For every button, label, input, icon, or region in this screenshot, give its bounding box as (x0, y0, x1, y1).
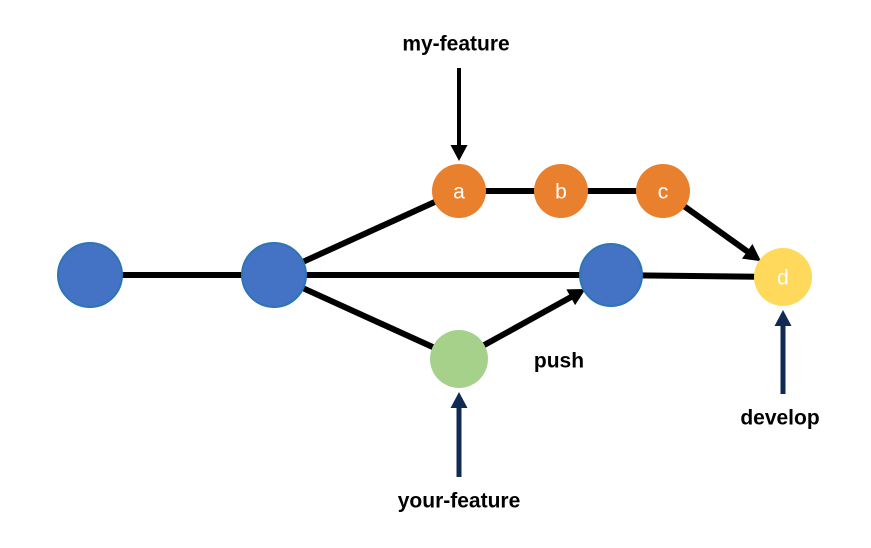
commit-node-circle-m3[interactable] (579, 243, 643, 307)
annotation-label-develop: develop (740, 407, 819, 430)
commit-node-circle-m2[interactable] (241, 242, 307, 308)
annotation-develop-arrowhead-icon (774, 310, 792, 326)
edge-c-d (679, 201, 762, 262)
commit-node-m2[interactable] (241, 242, 307, 308)
annotation-label-push: push (534, 350, 584, 373)
commit-node-c[interactable]: c (636, 164, 690, 218)
annotation-label-my-feature: my-feature (402, 33, 509, 56)
edge-m3-d (637, 272, 759, 280)
annotation-label-your-feature: your-feature (398, 490, 521, 513)
edge-m2-f1 (298, 283, 438, 352)
annotation-your-feature: your-feature (398, 392, 521, 513)
annotation-my-feature: my-feature (402, 33, 510, 161)
commit-node-b[interactable]: b (534, 164, 588, 218)
commit-node-circle-m1[interactable] (57, 242, 123, 308)
commit-node-circle-a[interactable] (432, 164, 486, 218)
commit-node-m1[interactable] (57, 242, 123, 308)
annotation-develop: develop (740, 310, 820, 430)
commit-node-circle-d[interactable] (754, 248, 812, 306)
annotations-layer: my-feature push your-feature develop (398, 33, 820, 513)
edges-layer (118, 188, 762, 352)
commit-node-f1[interactable] (430, 330, 488, 388)
commit-node-d[interactable]: d (754, 248, 812, 306)
commit-node-a[interactable]: a (432, 164, 486, 218)
edge-c-d-arrowhead-icon (741, 244, 762, 262)
commit-node-circle-c[interactable] (636, 164, 690, 218)
commit-node-circle-f1[interactable] (430, 330, 488, 388)
annotation-your-feature-arrowhead-icon (450, 392, 468, 408)
commit-node-circle-b[interactable] (534, 164, 588, 218)
annotation-push: push (534, 350, 584, 373)
edge-f1-m3 (479, 289, 586, 350)
commit-node-m3[interactable] (579, 243, 643, 307)
annotation-my-feature-arrowhead-icon (450, 145, 468, 161)
edge-m2-a (298, 197, 440, 267)
edge-f1-m3-arrowhead-icon (566, 289, 586, 306)
